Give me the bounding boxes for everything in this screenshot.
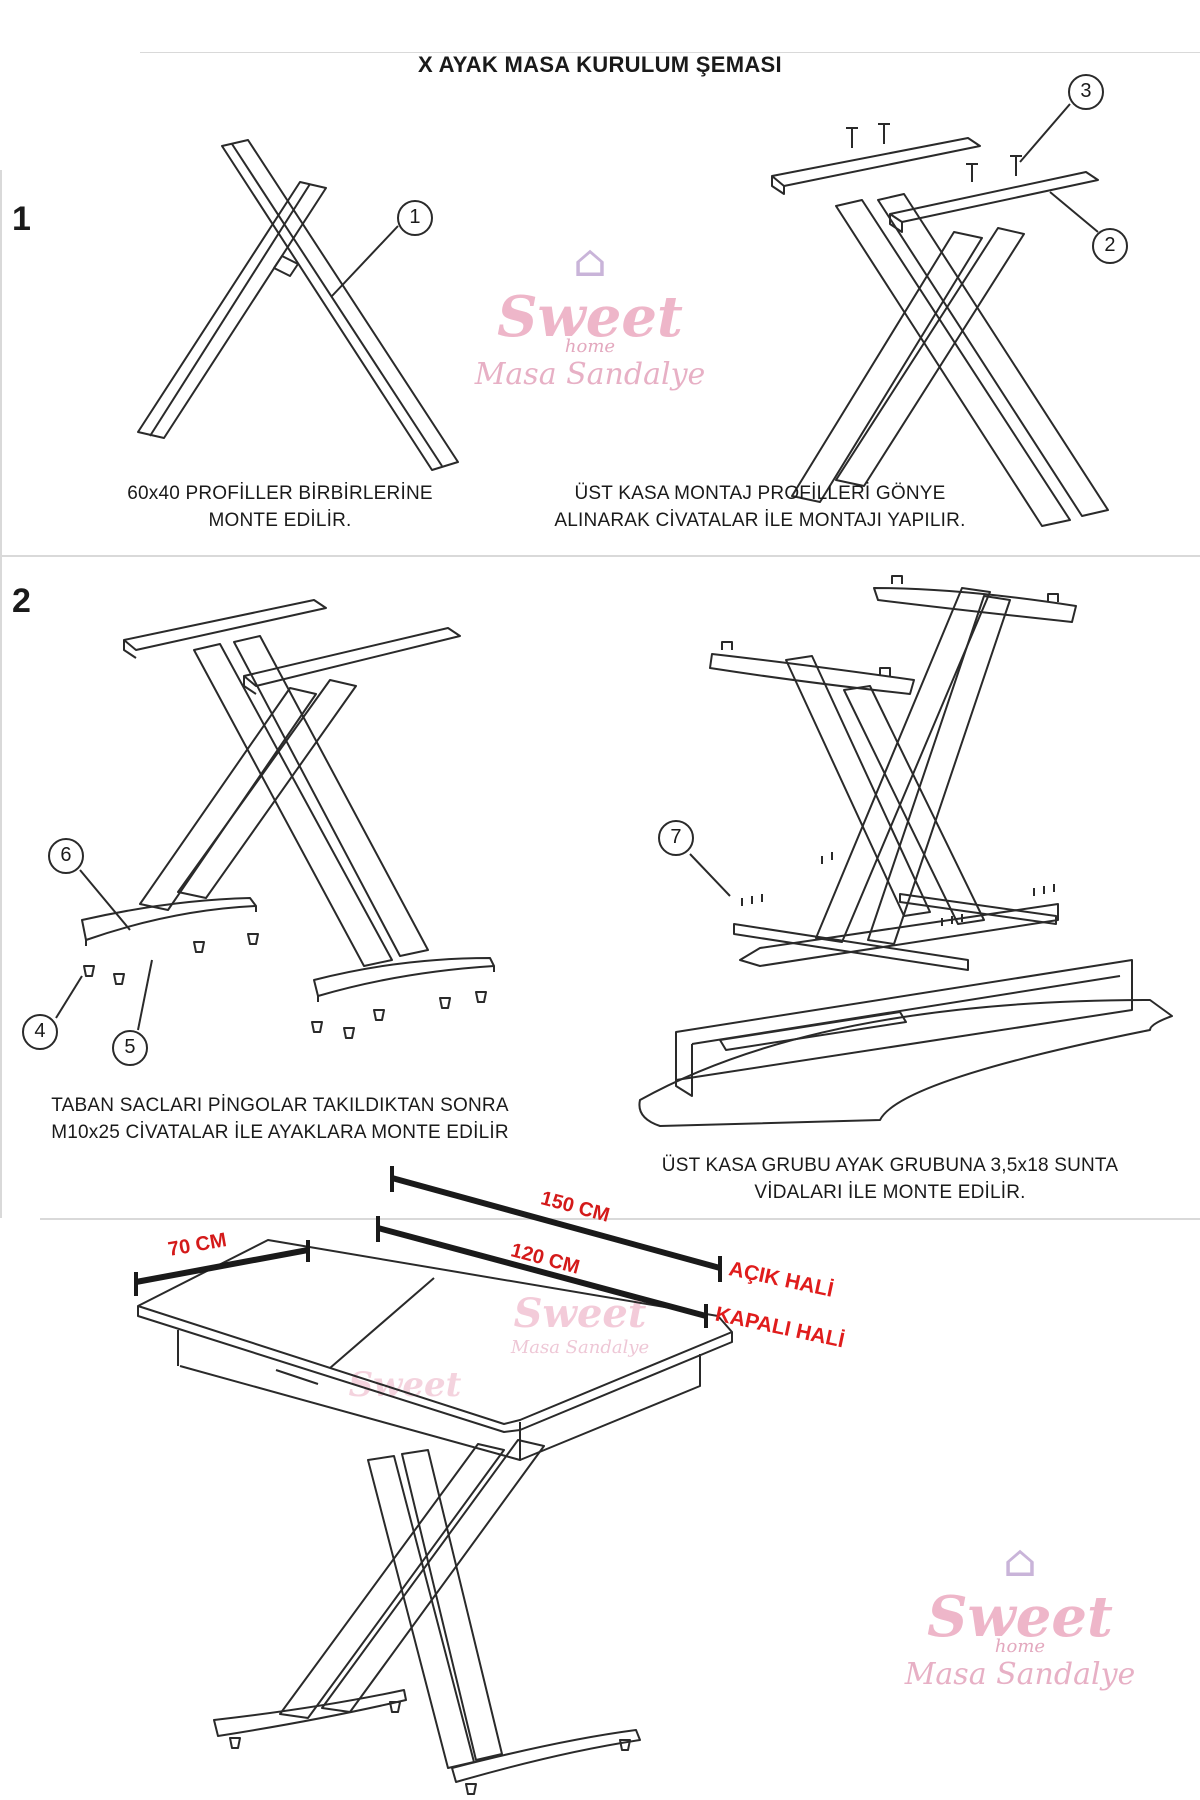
frame-line: [0, 170, 2, 1218]
watermark-logo: Sweet Masa Sandalye: [500, 1290, 660, 1358]
callout-number: 3: [1080, 80, 1092, 102]
x-leg-with-base: [123, 599, 461, 967]
watermark-logo: ⌂ Sweet home Masa Sandalye: [900, 1536, 1140, 1693]
watermark-tagline: Masa Sandalye: [510, 1337, 650, 1358]
caption-line: MONTE EDİLİR.: [208, 510, 352, 531]
watermark-brand: Sweet: [513, 1290, 647, 1337]
callout-4: [22, 975, 83, 1050]
callout-3: [1019, 74, 1104, 163]
step-2-caption-left: TABAN SACLARI PİNGOLAR TAKILDIKTAN SONRA…: [20, 1092, 540, 1146]
top-profile-inverted: [733, 893, 1057, 971]
watermark-sub: home: [994, 1636, 1046, 1657]
caption-line: TABAN SACLARI PİNGOLAR TAKILDIKTAN SONRA: [51, 1095, 509, 1116]
x-leg-profile: [137, 139, 459, 471]
callout-2: [1049, 191, 1128, 264]
inverted-table-assembly: [638, 903, 1173, 1127]
base-plate-left: [81, 897, 257, 946]
caption-line: ALINARAK CİVATALAR İLE MONTAJI YAPILIR.: [554, 510, 966, 531]
dimension-width: [134, 1240, 310, 1296]
watermark-tagline: Masa Sandalye: [474, 357, 706, 392]
assembled-table: [137, 1239, 733, 1795]
screws-3-5x18: [741, 852, 1055, 926]
section-divider: [0, 555, 1200, 557]
callout-number: 6: [60, 844, 72, 866]
watermark-logo: Sweet: [330, 1365, 480, 1405]
step-1-caption-right: ÜST KASA MONTAJ PROFİLLERİ GÖNYE ALINARA…: [510, 480, 1010, 534]
caption-line: 60x40 PROFİLLER BİRBİRLERİNE: [127, 483, 433, 504]
watermark-sub: home: [564, 336, 616, 357]
base-plate-inverted: [709, 575, 1077, 695]
frame-line: [140, 52, 1200, 53]
callout-6: [48, 838, 131, 931]
callout-number: 1: [409, 206, 421, 228]
section-divider: [40, 1218, 1200, 1220]
step-number: 2: [12, 582, 31, 620]
watermark-logo: ⌂ Sweet home Masa Sandalye: [470, 236, 710, 393]
watermark-brand: Sweet: [348, 1365, 462, 1405]
callout-number: 2: [1104, 234, 1116, 256]
step-2-caption-right: ÜST KASA GRUBU AYAK GRUBUNA 3,5x18 SUNTA…: [630, 1152, 1150, 1206]
step-number: 1: [12, 200, 31, 238]
callout-number: 7: [670, 826, 682, 848]
x-leg-inverted: [785, 587, 1011, 945]
step-1-caption-left: 60x40 PROFİLLER BİRBİRLERİNE MONTE EDİLİ…: [70, 480, 490, 534]
top-profile-assembly: [771, 123, 1099, 233]
base-plate-right: [313, 957, 495, 1002]
caption-line: VİDALARI İLE MONTE EDİLİR.: [754, 1182, 1026, 1203]
house-icon: ⌂: [573, 236, 607, 287]
watermark-brand: Sweet: [497, 284, 683, 350]
x-leg-pair: [791, 193, 1109, 527]
callout-7: [658, 820, 731, 897]
callout-number: 5: [124, 1036, 136, 1058]
callout-1: [331, 200, 433, 297]
watermark-tagline: Masa Sandalye: [904, 1657, 1136, 1692]
watermark-brand: Sweet: [927, 1584, 1113, 1650]
house-icon: ⌂: [1003, 1536, 1037, 1587]
dimension-open: [390, 1166, 722, 1282]
dimension-closed: [376, 1216, 708, 1328]
callout-number: 4: [34, 1020, 46, 1042]
caption-line: ÜST KASA GRUBU AYAK GRUBUNA 3,5x18 SUNTA: [661, 1155, 1119, 1176]
callout-5: [112, 959, 153, 1066]
glides: [83, 933, 487, 1039]
caption-line: M10x25 CİVATALAR İLE AYAKLARA MONTE EDİL…: [51, 1122, 509, 1143]
caption-line: ÜST KASA MONTAJ PROFİLLERİ GÖNYE: [574, 483, 946, 504]
page-title: X AYAK MASA KURULUM ŞEMASI: [418, 52, 782, 77]
